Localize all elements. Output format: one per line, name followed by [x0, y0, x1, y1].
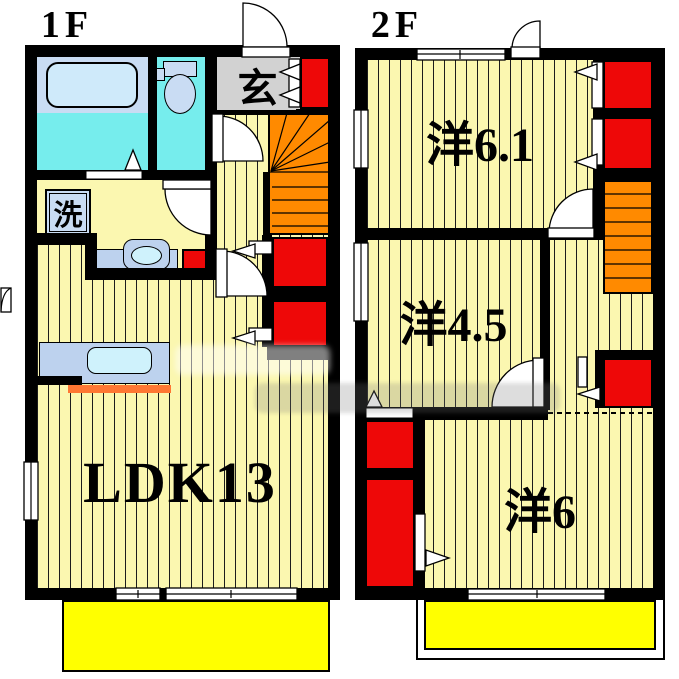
ldk-label: LDK13 [83, 449, 277, 515]
laundry-label: 洗 [53, 199, 83, 232]
wall [148, 57, 157, 180]
wall [540, 240, 550, 410]
exterior-hatch-arc [0, 287, 12, 312]
closet-door-leaf [414, 513, 426, 572]
wall [603, 110, 653, 117]
door-leaf [215, 248, 228, 298]
slide-arrow [278, 86, 301, 104]
stairs-2f [603, 180, 653, 294]
door-leaf [211, 113, 224, 163]
washbasin-bowl [131, 246, 162, 265]
door-arc [164, 188, 212, 236]
wall [328, 45, 340, 600]
entrance-genkan [215, 57, 300, 112]
wall [85, 268, 215, 280]
toilet-bowl [164, 74, 196, 114]
stairs-2f-treads [603, 193, 653, 279]
wall [215, 110, 300, 115]
door-arc [221, 250, 268, 297]
slide-arrow [573, 153, 598, 171]
wall [653, 48, 665, 600]
door-arc [217, 115, 264, 162]
closet-2f-top-right-1 [603, 60, 653, 110]
slide-arrow [364, 389, 384, 408]
wall [596, 170, 653, 180]
closet-2f-mid-right [603, 358, 653, 408]
shoe-cupboard-door [288, 58, 301, 108]
sliding-door-gap [365, 407, 414, 419]
door-leaf [547, 227, 595, 239]
wall [415, 408, 425, 588]
entrance-label: 玄 [237, 65, 278, 111]
wall [25, 45, 37, 600]
wall [272, 288, 328, 300]
wall [25, 233, 85, 245]
kitchen-sink [87, 347, 152, 374]
closet-door-leaf [591, 61, 604, 109]
wall [355, 48, 367, 600]
slide-arrow [230, 243, 256, 259]
closet-2f-left-1 [365, 420, 415, 470]
washing-machine-box [45, 189, 91, 236]
terrace-1f [62, 600, 330, 672]
wall [365, 470, 415, 478]
entrance-door-leaf [241, 46, 291, 58]
wall [425, 408, 548, 420]
slide-arrow [425, 549, 451, 567]
sliding-door-gap [85, 170, 143, 180]
door-leaf [532, 357, 545, 408]
wall [595, 358, 603, 408]
floor2-title: 2F [370, 4, 424, 46]
slide-arrow [575, 386, 601, 402]
room-6-label: 洋6 [503, 486, 576, 539]
wall [263, 172, 270, 235]
kitchen-counter-edge [68, 385, 171, 393]
room-4-5-label: 洋4.5 [399, 299, 508, 352]
balcony-2f [424, 600, 656, 650]
door-arc [511, 20, 541, 50]
wall [296, 109, 332, 115]
wall [355, 228, 603, 240]
slide-arrow [573, 63, 598, 81]
door-arc [491, 359, 540, 408]
floor1-title: 1F [40, 4, 94, 46]
entrance-door-arc [242, 2, 288, 48]
bathtub [46, 62, 138, 108]
slide-arrow [230, 330, 256, 346]
slide-arrow [278, 63, 301, 81]
room-6-1-label: 洋6.1 [425, 119, 534, 172]
exterior-hatch [0, 287, 12, 313]
wall [25, 376, 82, 385]
slide-arrow [124, 148, 142, 171]
closet-door-leaf [577, 356, 588, 388]
door-arc [548, 188, 594, 234]
closet-2f-top-right-2 [603, 117, 653, 170]
washing-machine-inner-frame [49, 193, 87, 232]
door-leaf [162, 179, 212, 190]
wall [595, 350, 655, 358]
door-leaf [510, 46, 541, 59]
stairs-1f-treads [270, 112, 331, 227]
wall [85, 233, 97, 273]
closet-1f-upper [272, 237, 328, 288]
